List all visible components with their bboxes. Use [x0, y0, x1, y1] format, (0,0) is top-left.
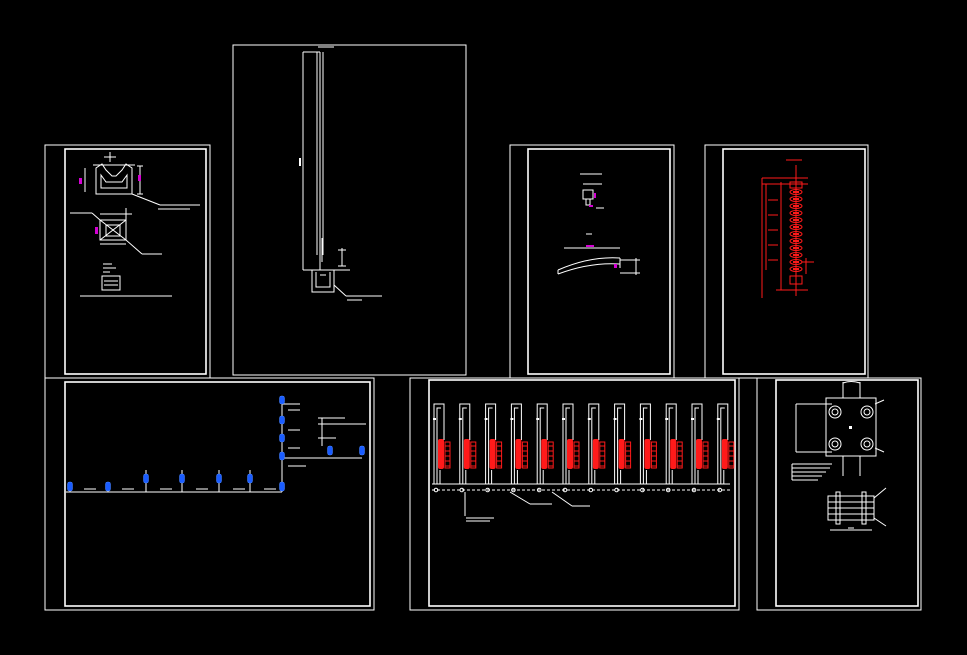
sheet-border-inner: [64, 381, 371, 607]
sheet-crossarm-detail[interactable]: [509, 144, 675, 379]
sheet-border-outer: [756, 377, 922, 611]
sheet-insulator-string[interactable]: [704, 144, 869, 379]
plate-connection-drawing: [791, 381, 887, 531]
sheet-border-inner: [722, 148, 866, 375]
bolt-group: [828, 405, 874, 451]
sheet-switchgear-row[interactable]: [409, 377, 740, 611]
sheet-border-inner: [64, 148, 207, 375]
sheet-border: [232, 44, 467, 376]
manhole-section-drawing: [70, 152, 200, 297]
sheet-plate-connection[interactable]: [756, 377, 922, 611]
sheet-line-profile[interactable]: [44, 377, 375, 611]
sheet-border-outer: [509, 144, 675, 379]
crossarm-drawing: [557, 173, 640, 275]
switchgear-drawing: [432, 403, 735, 522]
sheet-border-inner: [775, 379, 919, 607]
sheet-pole-elevation[interactable]: [232, 44, 467, 376]
insulator-string-drawing: [761, 159, 814, 298]
sheet-border-outer: [44, 377, 375, 611]
sheet-border-inner: [527, 148, 671, 375]
sheet-border-outer: [704, 144, 869, 379]
pole-elevation-drawing: [299, 46, 382, 301]
sheet-border-outer: [409, 377, 740, 611]
sheet-manhole-section[interactable]: [44, 144, 211, 379]
line-profile-drawing: [66, 395, 366, 493]
sheet-border-inner: [428, 379, 736, 607]
